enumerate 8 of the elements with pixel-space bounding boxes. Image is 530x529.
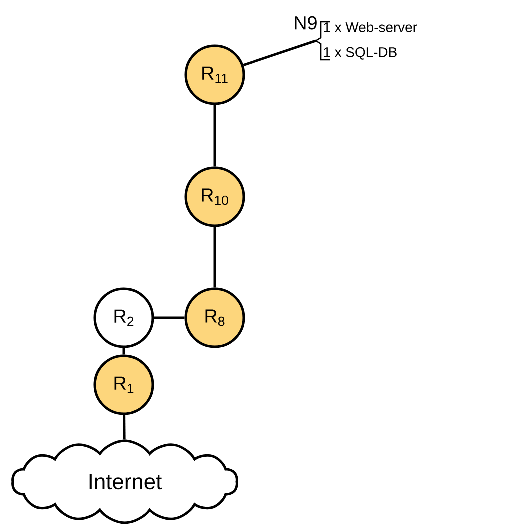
- connection-line: [123, 415, 126, 440]
- connection-line: [214, 227, 216, 288]
- connection-line: [122, 348, 126, 355]
- connection-line: [214, 105, 216, 167]
- connection-line: [243, 40, 316, 67]
- service-list: 1 x Web-server 1 x SQL-DB: [324, 22, 418, 60]
- connection-line: [154, 316, 185, 320]
- node-label: N9: [295, 16, 317, 30]
